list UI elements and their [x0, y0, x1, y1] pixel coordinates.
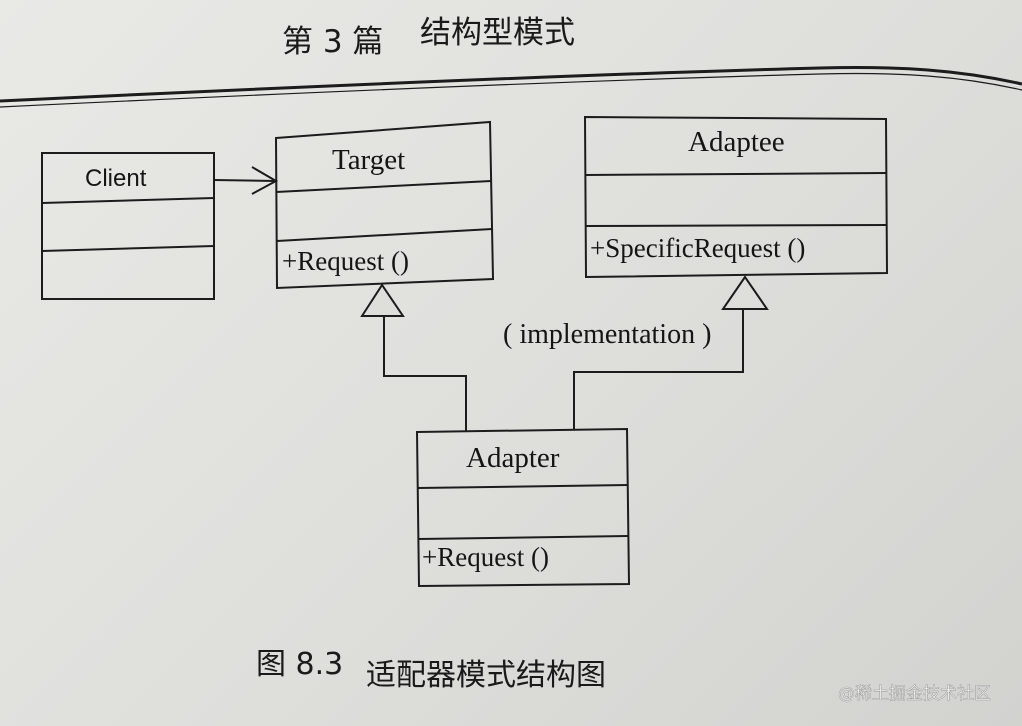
adaptee-attr-divider	[585, 224, 888, 227]
watermark: @稀土掘金技术社区	[838, 684, 991, 704]
relation-client-target	[213, 166, 279, 195]
realization-triangle	[721, 275, 769, 310]
chapter-label: 第 3 篇	[282, 24, 383, 60]
adaptee-operation: +SpecificRequest ()	[590, 233, 805, 263]
client-name-divider	[41, 197, 215, 204]
adapter-box	[415, 427, 631, 588]
client-class-name: Client	[85, 165, 147, 192]
target-operation: +Request ()	[282, 246, 409, 276]
target-name-divider	[275, 180, 492, 193]
association-line	[213, 179, 277, 182]
adaptee-name-divider	[584, 172, 887, 176]
header-rule-thin	[0, 72, 1022, 108]
adapter-attr-divider	[417, 535, 629, 540]
relation-adapter-adaptee: ( implementation )	[503, 275, 769, 430]
adapter-name-divider	[417, 484, 629, 489]
adapter-class-name: Adapter	[466, 442, 560, 474]
header-rule-thick	[0, 66, 1022, 103]
class-adaptee: Adaptee +SpecificRequest ()	[583, 115, 889, 279]
association-arrowhead	[251, 166, 279, 195]
adaptee-class-name: Adaptee	[688, 126, 785, 158]
adapter-operation: +Request ()	[422, 542, 549, 572]
implementation-label: ( implementation )	[503, 319, 711, 350]
relation-adapter-target	[360, 283, 467, 431]
page-header: 第 3 篇 结构型模式	[0, 15, 1022, 108]
figure-title: 适配器模式结构图	[366, 658, 606, 693]
class-client: Client	[41, 152, 215, 300]
generalization-line	[383, 316, 467, 431]
figure-number: 图 8.3	[256, 647, 343, 682]
generalization-triangle	[360, 283, 405, 317]
class-target: Target +Request ()	[274, 120, 495, 290]
client-box	[41, 152, 215, 300]
class-adapter: Adapter +Request ()	[415, 427, 631, 588]
adaptee-box	[583, 115, 889, 279]
target-attr-divider	[276, 228, 493, 242]
target-box	[274, 120, 495, 290]
chapter-title: 结构型模式	[420, 15, 575, 51]
figure-caption: 图 8.3 适配器模式结构图	[256, 647, 606, 693]
client-attr-divider	[41, 245, 215, 252]
target-class-name: Target	[332, 144, 405, 176]
realization-line	[573, 309, 744, 430]
